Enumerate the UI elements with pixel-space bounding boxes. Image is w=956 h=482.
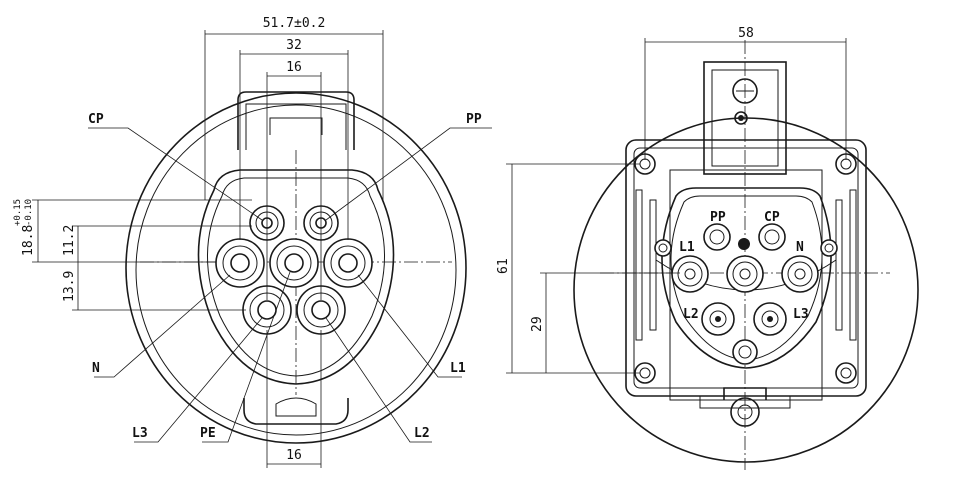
- right-inner-frame: [669, 169, 823, 401]
- left-outer-body: [125, 92, 467, 444]
- right-label-l3: L3: [793, 307, 809, 322]
- right-pin-l1: [671, 255, 709, 293]
- label-n: N: [92, 361, 100, 376]
- dim-outer-spacing: 32: [286, 38, 302, 53]
- dim-overall-width: 51.7±0.2: [263, 16, 326, 31]
- right-label-pp: PP: [710, 210, 726, 225]
- dim-right-lower-height: 29: [530, 316, 545, 332]
- right-pin-pe: [726, 255, 764, 293]
- right-side-hole-left: [654, 239, 672, 257]
- right-view-rear: PP CP L1 N L2 L3 58 61 29: [496, 26, 919, 470]
- right-bottom-lug: [723, 387, 767, 400]
- dim-bottom-spacing: 16: [286, 448, 302, 463]
- leader-n: [94, 274, 231, 378]
- right-label-n: N: [796, 240, 804, 255]
- dim-signal-offset: 18.8: [21, 225, 36, 256]
- left-view-front: 51.7±0.2 32 16 16 18.8 +0.15 -0.10 11.2 …: [13, 16, 492, 468]
- label-cp: CP: [88, 112, 104, 127]
- left-pin-n: [215, 238, 265, 288]
- right-bottom-rail: [699, 395, 791, 409]
- right-side-hole-right: [820, 239, 838, 257]
- left-outer-body-inner: [135, 104, 457, 436]
- leader-l3: [134, 317, 263, 443]
- leader-l1: [357, 274, 462, 378]
- left-socket-mouth: [197, 169, 395, 385]
- dim-inner-spacing: 16: [286, 60, 302, 75]
- left-latch-slot: [269, 117, 323, 135]
- dim-right-width: 58: [738, 26, 754, 41]
- label-pp: PP: [466, 112, 482, 127]
- left-latch-lug-inner: [245, 103, 347, 150]
- dim-right-height: 61: [496, 258, 511, 274]
- right-slot-left-2: [649, 199, 657, 331]
- right-slot-right: [849, 189, 857, 341]
- dim-v-pitch-2: 13.9: [62, 271, 77, 302]
- left-pin-pe: [269, 238, 319, 288]
- right-pin-cp: [758, 223, 786, 251]
- right-slot-right-2: [835, 199, 843, 331]
- right-pin-l2: [701, 302, 735, 336]
- left-pin-l1: [323, 238, 373, 288]
- dim-tol-minus: -0.10: [24, 199, 34, 226]
- left-bottom-tab: [243, 398, 349, 425]
- label-l1: L1: [450, 361, 466, 376]
- left-latch-lug: [237, 91, 355, 150]
- dim-v-pitch-1: 11.2: [62, 225, 77, 256]
- dim-tol-plus: +0.15: [13, 199, 23, 226]
- leader-cp: [88, 127, 263, 221]
- left-bottom-tab-notch: [275, 397, 317, 417]
- right-slot-left: [635, 189, 643, 341]
- right-pin-marker: [738, 238, 750, 250]
- right-pin-bottom: [732, 339, 758, 365]
- right-insert-inner: [670, 195, 823, 361]
- right-label-cp: CP: [764, 210, 780, 225]
- right-bottom-screw: [730, 397, 760, 427]
- right-insert: [661, 187, 832, 369]
- right-pin-n: [781, 255, 819, 293]
- right-pin-l3: [753, 302, 787, 336]
- left-socket-mouth-inner: [207, 177, 385, 377]
- label-pe: PE: [200, 426, 216, 441]
- right-outer-body: [573, 117, 919, 463]
- right-pin-pp: [703, 223, 731, 251]
- right-tower-hole: [734, 111, 748, 125]
- right-label-l2: L2: [683, 307, 699, 322]
- leader-pe: [202, 271, 291, 443]
- label-l2: L2: [414, 426, 430, 441]
- label-l3: L3: [132, 426, 148, 441]
- leader-l2: [325, 317, 432, 443]
- right-label-l1: L1: [679, 240, 695, 255]
- right-mount-hole-br: [835, 362, 857, 384]
- leader-pp: [325, 127, 492, 221]
